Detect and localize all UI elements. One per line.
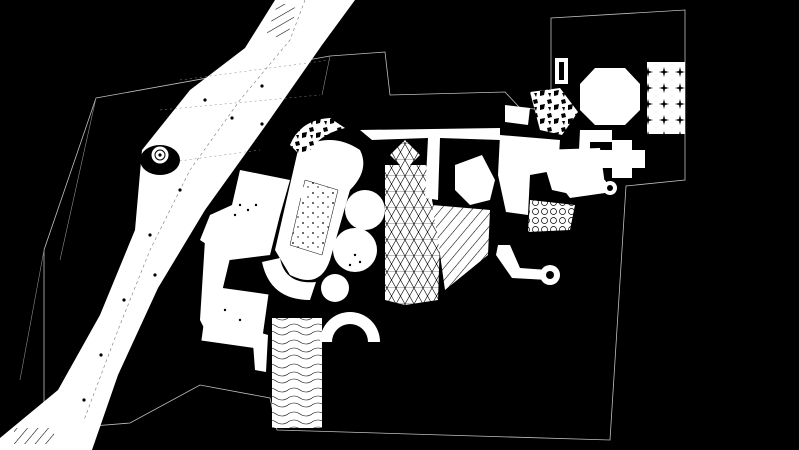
rotunda-mid xyxy=(333,228,377,272)
road-lane-line xyxy=(149,59,331,166)
road-centerline xyxy=(83,0,306,421)
diamond-pavilion xyxy=(390,140,420,170)
site-boundary-line xyxy=(43,9,686,441)
hatched-terrace xyxy=(432,205,490,290)
star-tile-court xyxy=(647,62,685,134)
east-block-a xyxy=(455,155,495,205)
property-line xyxy=(19,55,331,381)
contour-garden-strip xyxy=(272,318,322,428)
connector-wall xyxy=(360,128,500,200)
road-crossing xyxy=(14,428,54,444)
east-small-ring-core xyxy=(607,185,613,191)
lower-building xyxy=(201,286,269,349)
rotunda-large xyxy=(345,190,385,230)
cell-garden xyxy=(528,200,575,232)
road-marker-dots xyxy=(82,84,264,412)
east-arm-roundel-core xyxy=(546,271,554,279)
plaza-trees xyxy=(223,143,472,322)
rotunda-pier xyxy=(294,186,306,198)
entrance-plaza xyxy=(200,170,290,260)
east-cloister xyxy=(578,130,612,170)
cross-pavilion xyxy=(600,140,645,178)
road-crossing xyxy=(266,1,298,41)
rubble-garden xyxy=(530,88,578,135)
semicircle-pavilion xyxy=(320,312,380,342)
east-arm-south xyxy=(496,245,548,280)
curved-arcade xyxy=(262,258,316,300)
triangulated-courtyard xyxy=(385,165,440,305)
oval-hall-interior xyxy=(289,179,339,256)
east-annex xyxy=(505,105,530,125)
north-arc-garden xyxy=(290,118,345,160)
roundabout xyxy=(140,145,180,175)
lower-ramp xyxy=(252,330,268,372)
east-link-path xyxy=(560,180,612,198)
north-tower-core xyxy=(559,62,564,80)
rotunda-small xyxy=(321,274,349,302)
octagon-pavilion xyxy=(580,68,640,125)
main-road xyxy=(0,0,355,450)
